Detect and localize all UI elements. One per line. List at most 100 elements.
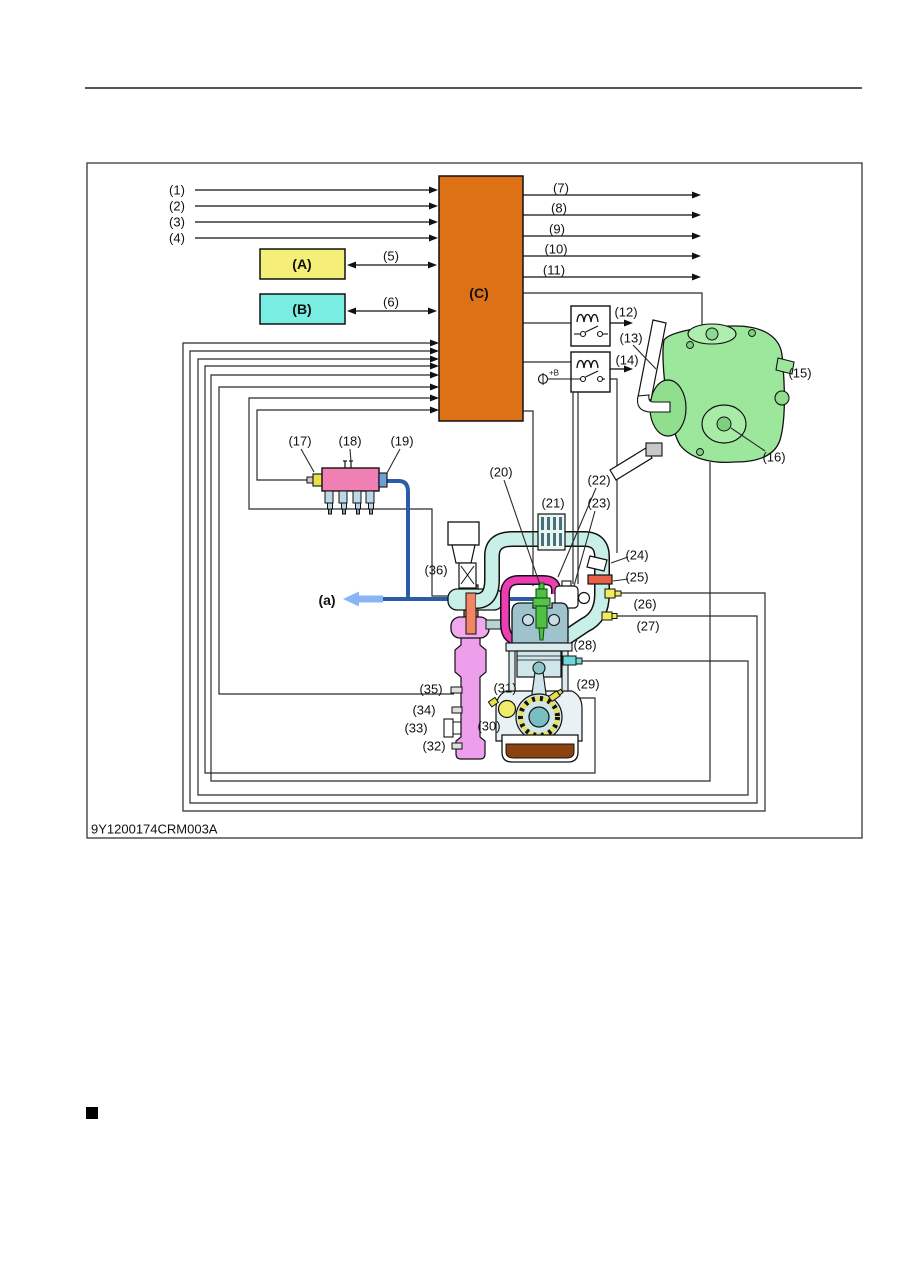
wire-sensor35: [218, 386, 454, 695]
wire-rail-sensor: [256, 409, 437, 481]
input-arrowheads: [429, 186, 438, 242]
egr-pipe: [500, 575, 561, 646]
pointer-lines: [300, 344, 766, 587]
exhaust-fitting-34: [451, 706, 463, 714]
label-32: (32): [422, 738, 446, 754]
boost-pressure-sensor: [604, 588, 616, 599]
common-rail-body: [321, 467, 380, 492]
relay2-switch-icon: [585, 370, 599, 378]
collar-core: [465, 592, 477, 635]
label-8: (8): [551, 200, 567, 216]
ecu-output-lines: [523, 194, 693, 278]
wire-sensor29: [204, 365, 596, 774]
air-flow-arrow: [343, 591, 383, 607]
valve-port: [521, 613, 535, 627]
label-2: (2): [169, 198, 185, 214]
wire-sensor26: [182, 342, 766, 812]
airflow-sensor-grid: [537, 513, 566, 551]
exhaust-fitting-32: [451, 742, 463, 750]
wire-boost: [248, 397, 448, 597]
label-28: (28): [573, 637, 597, 653]
exhaust-bracket-33: [443, 718, 454, 738]
sensor-harness-wires: [182, 342, 766, 812]
label-box-b: (B): [292, 301, 312, 317]
label-30: (30): [477, 718, 501, 734]
label-12: (12): [614, 304, 638, 320]
wire-sensor28: [197, 358, 749, 796]
relay2-coil-icon: [576, 359, 599, 369]
wire-sensor27: [189, 350, 758, 804]
oil-pressure-switch: [497, 699, 517, 719]
sensors: [487, 588, 622, 719]
label-29: (29): [576, 676, 600, 692]
label-20: (20): [489, 464, 513, 480]
label-21: (21): [541, 495, 565, 511]
label-18: (18): [338, 433, 362, 449]
fuel-supply-pump: [609, 319, 795, 481]
label-4: (4): [169, 230, 185, 246]
relay-2: [537, 351, 633, 553]
label-16: (16): [762, 449, 786, 465]
head-gasket-deck: [505, 642, 573, 652]
label-25: (25): [625, 569, 649, 585]
label-air-flow: (a): [318, 592, 336, 608]
oil-pressure-switch-bolt: [487, 696, 500, 708]
exhaust-sensor-35: [450, 686, 463, 694]
label-10: (10): [544, 241, 568, 257]
ecu-block: [438, 175, 524, 422]
label-box-a: (A): [292, 256, 312, 272]
air-cleaner-box: [447, 521, 480, 546]
engine: [495, 602, 583, 763]
harness-arrowheads: [430, 339, 439, 414]
ecu-input-lines: [195, 189, 430, 239]
relay2-box: [570, 351, 611, 393]
label-26: (26): [633, 596, 657, 612]
label-17: (17): [288, 433, 312, 449]
relay-1: [570, 305, 633, 347]
muffler-pipe: [454, 636, 487, 760]
engine-oil: [505, 743, 575, 759]
cylinder-wall: [508, 650, 516, 692]
label-7: (7): [553, 180, 569, 196]
wire-ecu-injector: [523, 410, 534, 586]
label-15: (15): [788, 365, 812, 381]
piston-pin: [532, 661, 546, 675]
flywheel-ring-gear: [518, 696, 560, 738]
egr-valve-wires: [523, 392, 579, 586]
injector-stubs: [324, 490, 375, 515]
label-6: (6): [383, 294, 399, 310]
coolant-temp-sensor: [562, 655, 577, 666]
rail-pressure-sensor: [312, 473, 323, 487]
intake-pipe: [475, 531, 610, 644]
pump-inlet-nut: [645, 442, 663, 457]
label-23: (23): [587, 495, 611, 511]
component-a-box: [259, 248, 346, 280]
bidirectional-links: [355, 264, 429, 312]
air-cleaner-assembly: [447, 521, 480, 589]
cylinder-wall: [561, 650, 569, 692]
label-31: (31): [493, 680, 517, 696]
label-5: (5): [383, 248, 399, 264]
label-ecu: (C): [469, 285, 489, 301]
intake-heater-band: [587, 574, 613, 585]
pump-body: [662, 325, 786, 464]
crank-hub: [528, 706, 550, 728]
label-36: (36): [424, 562, 448, 578]
intake-temp-sensor: [601, 611, 613, 621]
label-34: (34): [412, 702, 436, 718]
label-9: (9): [549, 221, 565, 237]
label-33: (33): [404, 720, 428, 736]
label-35: (35): [419, 681, 443, 697]
common-rail-assembly: [306, 460, 388, 515]
valve-port: [547, 613, 561, 627]
pump-fuel-line: [609, 447, 653, 481]
figure-code: 9Y1200174CRM003A: [91, 821, 218, 837]
label-11: (11): [542, 262, 566, 278]
crank-speed-sensor: [547, 688, 564, 703]
label-3: (3): [169, 214, 185, 230]
label-plus-b: +B: [549, 368, 560, 378]
relay1-switch-icon: [585, 325, 599, 333]
rail-outlet-fitting: [378, 472, 388, 488]
label-1: (1): [169, 182, 185, 198]
